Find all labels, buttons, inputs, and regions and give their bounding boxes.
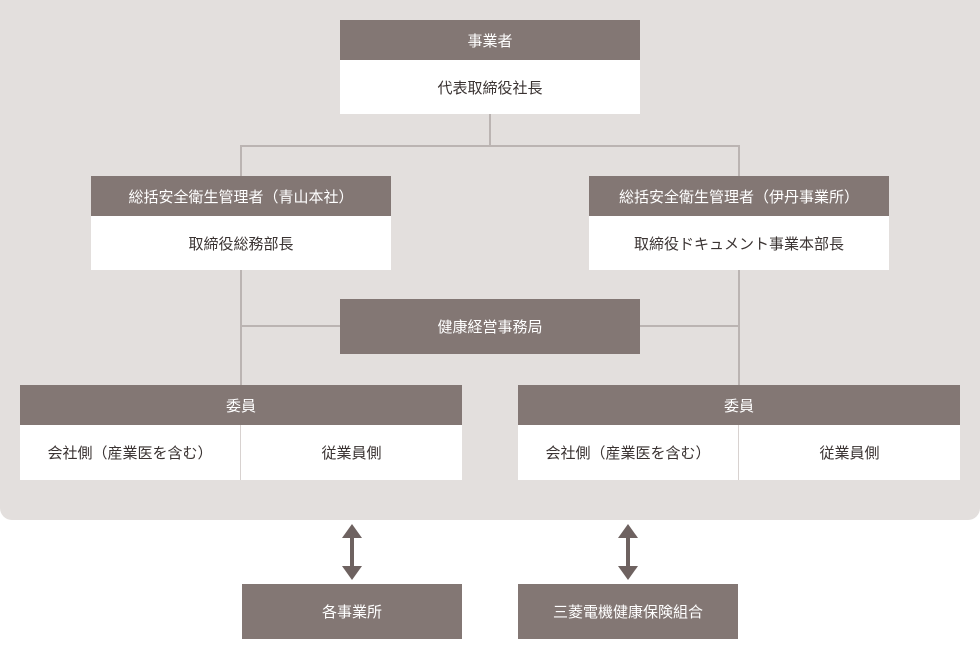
right-committee-row: 会社側（産業医を含む） 従業員側 [518,425,960,480]
left-double-arrow-icon [342,524,362,580]
left-manager-box: 総括安全衛生管理者（青山本社） 取締役総務部長 [91,176,391,270]
business-owner-header: 事業者 [340,20,640,60]
right-double-arrow-icon [618,524,638,580]
connector-top-vertical [489,114,491,146]
left-committee-row: 会社側（産業医を含む） 従業員側 [20,425,462,480]
connector-office-left [240,325,341,327]
right-committee-box: 委員 会社側（産業医を含む） 従業員側 [518,385,960,480]
left-manager-header: 総括安全衛生管理者（青山本社） [91,176,391,216]
right-committee-header: 委員 [518,385,960,425]
right-committee-employee-side: 従業員側 [819,444,880,462]
each-office-box: 各事業所 [242,584,462,639]
health-management-office: 健康経営事務局 [340,299,640,354]
left-committee-company-side: 会社側（産業医を含む） [20,425,241,480]
business-owner-box: 事業者 代表取締役社長 [340,20,640,114]
left-committee-header: 委員 [20,385,462,425]
business-owner-title: 代表取締役社長 [437,78,543,97]
left-committee-box: 委員 会社側（産業医を含む） 従業員側 [20,385,462,480]
left-manager-title: 取締役総務部長 [188,234,294,253]
connector-right-drop [738,145,740,176]
connector-top-horizontal [240,145,740,147]
connector-left-drop [240,145,242,176]
right-manager-title: 取締役ドキュメント事業本部長 [633,234,844,253]
right-manager-box: 総括安全衛生管理者（伊丹事業所） 取締役ドキュメント事業本部長 [589,176,889,270]
right-manager-header: 総括安全衛生管理者（伊丹事業所） [589,176,889,216]
connector-office-right [639,325,740,327]
connector-right-down [738,269,740,386]
left-committee-employee-side: 従業員側 [321,444,382,462]
right-committee-company-side: 会社側（産業医を含む） [518,425,739,480]
health-insurance-union-box: 三菱電機健康保険組合 [518,584,738,639]
connector-left-down [240,269,242,386]
